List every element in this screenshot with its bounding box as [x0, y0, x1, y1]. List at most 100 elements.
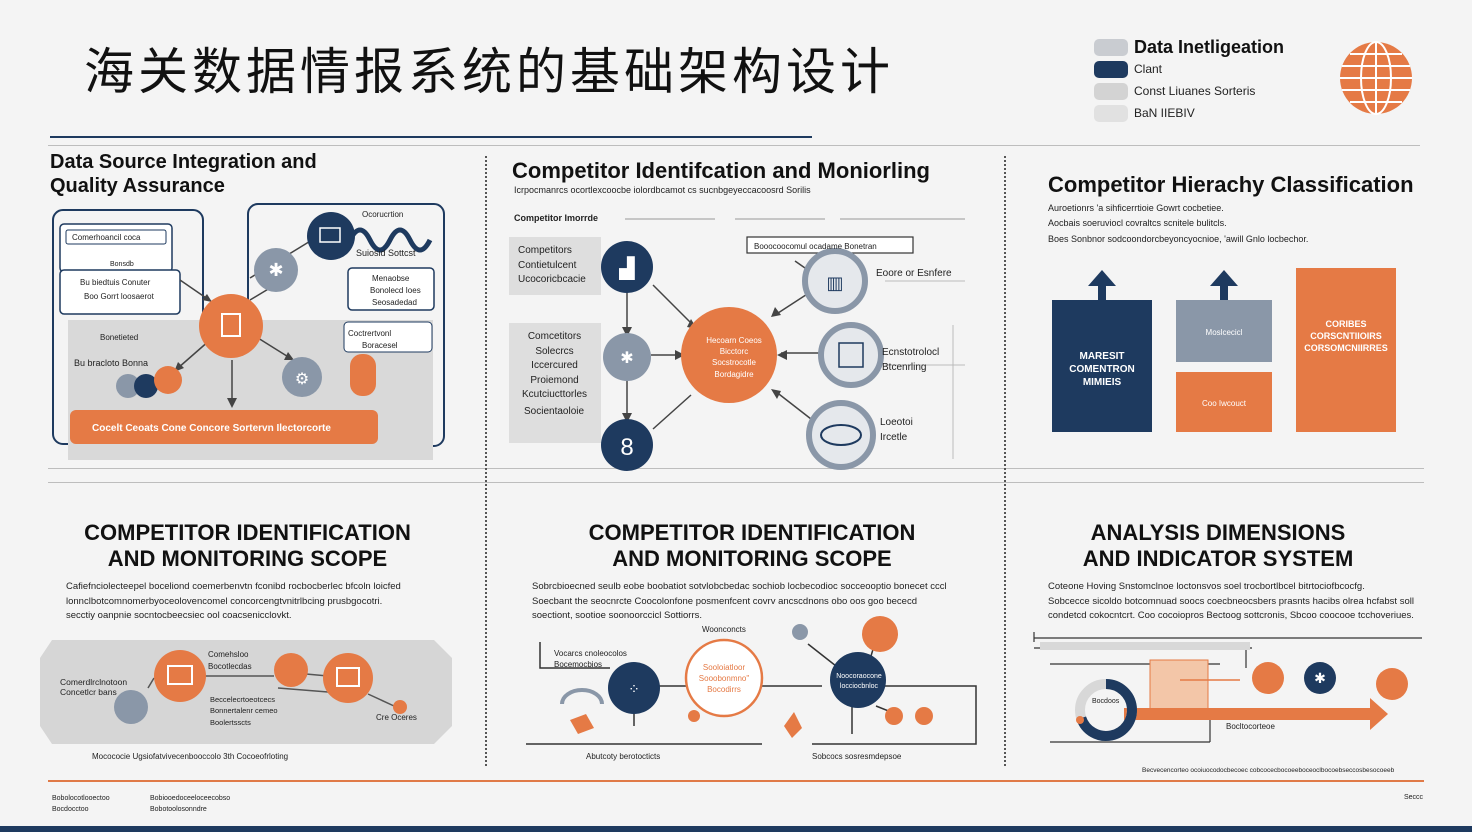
- legend-item: Const Liuanes Sorteris: [1094, 80, 1324, 102]
- panel4-line: Cafiefnciolecteepel boceliond coemerbenv…: [66, 581, 401, 592]
- panel3-description: Auroetionrs 'a sihficerrtioie Gowrt cocb…: [1048, 201, 1308, 247]
- link-icon: 8: [620, 434, 633, 461]
- panel5-footer: Abutcoty berotocticts: [586, 752, 661, 761]
- panel1-node-navy: [307, 212, 355, 260]
- legend-swatch: [1094, 104, 1128, 122]
- panel1-orange-bar: [70, 410, 378, 444]
- panel6-node-navy: [1304, 662, 1336, 694]
- panel4-title: COMPETITOR IDENTIFICATION AND MONITORING…: [50, 520, 445, 572]
- panel4-label-line: Boolertsscts: [210, 717, 251, 727]
- panel6-node-orange: [1376, 668, 1408, 700]
- column-divider: [1004, 156, 1006, 766]
- panel3-orange-line: CORSCNTIIOIRS: [1310, 331, 1382, 342]
- panel1-label: Suiosid Sottcst: [356, 248, 416, 258]
- panel4-label: Beccelecrtoeotcecs Bonnertalenr cemeo Bo…: [210, 694, 278, 728]
- target-icon: [820, 424, 862, 446]
- panel4-title-line: COMPETITOR IDENTIFICATION: [84, 520, 411, 545]
- network-icon: ✱: [1314, 670, 1326, 686]
- panel2-node-ring: [818, 322, 884, 388]
- panel5-center-line: Bocodirrs: [707, 685, 741, 695]
- footer-line: Bocdocctoo: [52, 805, 89, 813]
- panel2-hub-line: Hecoarn Coeos: [706, 336, 762, 345]
- panel6-title: ANALYSIS DIMENSIONS AND INDICATOR SYSTEM: [1036, 520, 1400, 572]
- panel2-left-item: Comcetitors: [527, 331, 582, 342]
- panel3-line: Boes Sonbnor sodcoondorcbeyoncyocnioe, '…: [1048, 233, 1309, 244]
- panel4-description: Cafiefnciolecteepel boceliond coemerbenv…: [66, 580, 401, 624]
- panel1-diagram: ✱ ⚙: [52, 203, 445, 460]
- panel6-node-orange: [1252, 662, 1284, 694]
- panel1-label: Bu biedtuis Conuter: [80, 278, 151, 287]
- column-divider: [485, 156, 487, 766]
- panel5-line: soectiont, sootioe soonoorccicl Sottiorr…: [532, 610, 703, 622]
- panel4-node-orange: [323, 653, 373, 703]
- panel1-label: Ocorucrtion: [362, 210, 404, 219]
- panel2-label: Competitor Imorrde: [514, 213, 599, 223]
- panel3-orange-line: CORSOMCNIIRRES: [1304, 343, 1388, 354]
- panel4-label: Comehsloo Bocotlecdas: [208, 649, 252, 672]
- panel1-title-line: Quality Assurance: [50, 175, 225, 197]
- panel2-diagram: ▟ ✱ 8 ▥: [509, 218, 965, 471]
- panel6-donut-arc: [1076, 679, 1137, 741]
- legend-swatch: [1094, 60, 1128, 78]
- panel5-center-label: Sooloiatloor Sooobonmno" Bocodirrs: [684, 662, 764, 696]
- panel2-left-item: Kcutciucttorles: [522, 389, 588, 400]
- panel2-hub-line: Bordagidre: [714, 369, 754, 379]
- chart-icon: ▥: [826, 273, 843, 293]
- panel1-label: Seosadedad: [372, 298, 417, 307]
- panel1-label: Bonsdb: [110, 261, 134, 268]
- panel2-subtitle: Icrpocmanrcs ocortlexcoocbe iolordbcamot…: [514, 185, 811, 195]
- panel4-label-line: Bocotlecdas: [208, 661, 252, 671]
- panel3-orange-small-label: Coo Iwcouct: [1201, 399, 1247, 408]
- panel3-box-orange-small: [1176, 372, 1272, 432]
- panel1-dot: [134, 374, 158, 398]
- globe-icon: [1340, 41, 1412, 115]
- panel1-label: Bonetieted: [100, 333, 139, 342]
- panel2-left-list: Competitors Contietulcent Ucocoricbcacie: [518, 244, 586, 288]
- panel5-line: Soecbant the seocnrcte Coocolonfone posm…: [532, 595, 918, 607]
- legend: Data Inetligeation Clant Const Liuanes S…: [1094, 36, 1324, 124]
- panel5-label-line: Bocemocbios: [554, 660, 603, 670]
- panel1-label: Coctrertvonl: [348, 329, 392, 338]
- panel5-drop-icon: [784, 712, 802, 738]
- panel2-right-label: Ecnstotrolocl Btcenrling: [882, 346, 939, 375]
- panel1-node-gray: [282, 357, 322, 397]
- panel2-hub-label: Hecoarn Coeos Bicctorc Socstrocotle Bord…: [684, 335, 784, 380]
- panel2-hub-node: [681, 307, 777, 403]
- panel3-diagram: [1052, 268, 1396, 432]
- panel3-box-gray: [1176, 300, 1272, 362]
- panel1-title: Data Source Integration and Quality Assu…: [50, 150, 317, 198]
- panel2-node-navy: [601, 241, 653, 293]
- panel4-title-line: AND MONITORING SCOPE: [107, 545, 388, 571]
- panel6-line: condetcd cokocntcrt. Coo cocoiopros Bect…: [1048, 610, 1414, 622]
- panel1-card: [343, 321, 433, 353]
- gear-icon: ⚙: [295, 371, 309, 388]
- legend-label: Const Liuanes Sorteris: [1134, 84, 1256, 98]
- panel6-title-line: AND INDICATOR SYSTEM: [1082, 545, 1354, 571]
- panel4-label-line: Comerdlrclnotoon: [60, 677, 128, 687]
- panel5-navy-line: Noocoraocone: [836, 673, 882, 680]
- panel5-title-line: AND MONITORING SCOPE: [612, 545, 892, 571]
- panel5-diagram: ⁘: [526, 616, 977, 745]
- panel5-node-orange: [862, 616, 898, 652]
- panel5-node-dot: [688, 710, 700, 722]
- panel4-label-line: Beccelecrtoeotcecs: [210, 695, 276, 704]
- panel4-label-line: Concetlcr bans: [60, 687, 117, 697]
- panel5-ship-icon: [570, 714, 594, 734]
- legend-label: Clant: [1134, 62, 1163, 76]
- footer-line: Bobotoolosonndre: [150, 805, 207, 813]
- panel4-node-dot: [393, 700, 407, 714]
- footer-line: Bobolocotlooectoo: [52, 795, 110, 802]
- panel6-bar: [1040, 642, 1250, 650]
- panel5-node-navy: [608, 662, 660, 714]
- document-icon: [167, 665, 193, 685]
- panel5-description: Sobrcbioecned seulb eobe boobatiot sotvl…: [532, 580, 947, 624]
- panel6-title-line: ANALYSIS DIMENSIONS: [1090, 520, 1346, 545]
- legend-swatch: [1094, 38, 1128, 56]
- panel1-card: [59, 269, 181, 315]
- panel3-box-navy: [1052, 300, 1152, 432]
- panel4-label-line: Bonnertalenr cemeo: [210, 706, 278, 716]
- grid-divider: [48, 482, 1424, 483]
- footer-note: Bobolocotlooectoo Bocdocctoo: [52, 794, 110, 815]
- panel1-dot: [154, 366, 182, 394]
- panel6-donut-label: Bocdoos: [1092, 698, 1120, 705]
